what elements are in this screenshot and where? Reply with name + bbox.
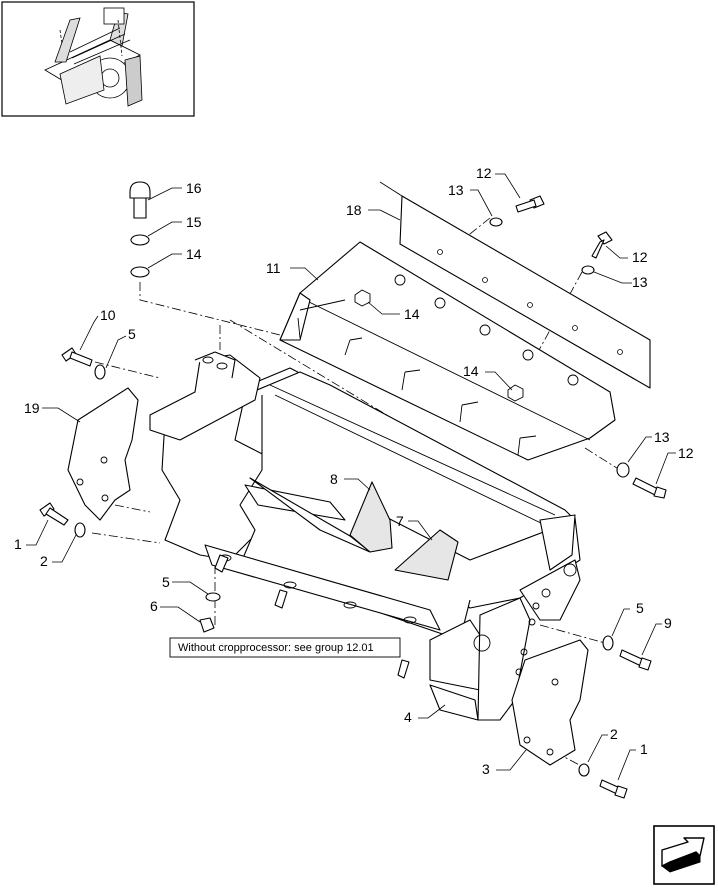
washer-part-5b [205,592,221,602]
next-page-arrow-icon[interactable] [653,825,715,885]
callout-1a: 1 [14,536,22,552]
washer-part-13c [616,462,630,478]
callout-12a: 12 [476,165,492,181]
bolt-part-12a [515,195,545,213]
callout-4: 4 [404,709,412,725]
washer-part-15 [130,266,150,278]
callout-5a: 5 [128,326,136,342]
callout-5b: 5 [162,574,170,590]
callout-13a: 13 [448,182,464,198]
side-plate-part-3 [511,639,589,766]
callout-2b: 2 [610,726,618,742]
callout-11: 11 [266,260,281,276]
callout-9: 9 [664,615,672,631]
nut-part-14b [507,384,524,402]
bolt-part-1b [599,779,628,799]
callout-13c: 13 [654,429,670,445]
leader-lines [26,173,676,781]
washer-part-5c [602,635,614,651]
washer-part-13b [581,265,595,275]
bolt-part-1a [39,502,69,526]
washer-part-2b [578,763,590,777]
callout-18: 18 [346,202,362,218]
machine-overview-thumbnail [1,1,195,117]
callout-14a: 14 [404,306,420,322]
callout-2a: 2 [40,553,48,569]
baffle-part-7 [394,529,459,581]
callout-3: 3 [482,761,490,777]
bolt-part-9 [619,649,652,671]
callout-12c: 12 [678,445,694,461]
washer-part-5a [94,364,106,380]
callout-16: 15 [186,214,202,230]
callout-13b: 13 [632,274,648,290]
washer-part-16 [130,234,150,246]
callout-15: 14 [186,246,202,262]
bolt-part-10 [61,347,93,367]
callout-5c: 5 [636,600,644,616]
cropprocessor-note: Without cropprocessor: see group 12.01 [169,637,401,658]
note-text: Without cropprocessor: see group 12.01 [178,642,374,654]
washer-part-13a [489,217,503,227]
callout-labels: 16 15 14 10 5 19 1 2 5 6 8 7 11 18 12 13… [14,165,694,777]
bolt-part-12b [591,231,613,259]
callout-19: 19 [24,400,40,416]
washer-part-2a [74,522,86,538]
nut-part-6 [199,617,215,633]
callout-8: 8 [330,471,338,487]
callout-14b: 14 [463,363,479,379]
callout-17: 16 [186,180,202,196]
callout-7: 7 [396,513,404,529]
wear-strip-part-18 [379,181,651,389]
side-plate-part-19 [67,387,139,521]
bolt-part-12c [632,477,667,499]
callout-12b: 12 [632,249,648,265]
nut-part-14a [354,289,371,307]
callout-1b: 1 [640,741,648,757]
callout-6: 6 [150,598,158,614]
baffle-part-8 [249,477,393,553]
bolt-part-17 [129,181,151,219]
callout-10: 10 [100,307,116,323]
